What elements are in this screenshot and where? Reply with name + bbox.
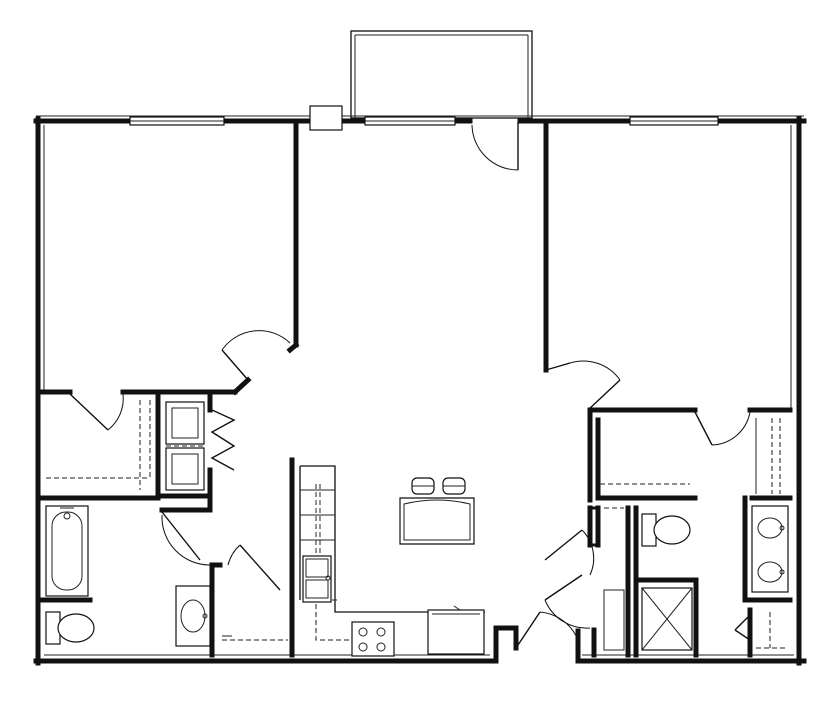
washer-dryer bbox=[165, 401, 205, 491]
interior-walls bbox=[37, 122, 793, 658]
entry-partitions bbox=[590, 506, 598, 547]
right-closet bbox=[600, 418, 781, 494]
kitchen bbox=[299, 465, 485, 657]
exterior-walls bbox=[33, 115, 807, 666]
doors bbox=[69, 122, 751, 649]
right-bathroom bbox=[603, 505, 789, 651]
balcony bbox=[350, 30, 533, 119]
left-closet bbox=[46, 400, 151, 490]
left-bathroom bbox=[45, 505, 288, 647]
windows bbox=[129, 105, 719, 131]
